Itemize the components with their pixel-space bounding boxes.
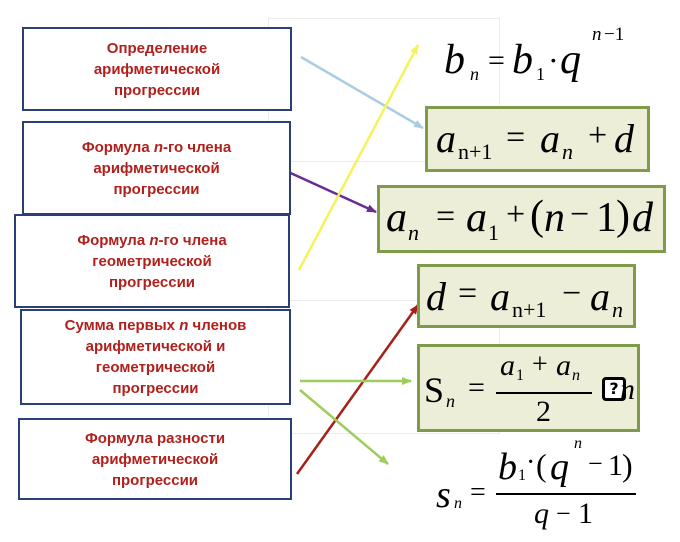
formula-symbol: S <box>424 370 445 410</box>
formula-symbol: q <box>560 37 581 83</box>
formula-box-arith-nth: a n = a 1 + ( n − 1 ) d <box>377 185 666 253</box>
missing-glyph-box: ? <box>602 377 626 401</box>
formula-box-arith-sum: S n = a 1 + a n 2 ? n <box>417 344 640 432</box>
formula-symbol: s <box>436 474 451 516</box>
formula-symbol: b <box>512 37 533 83</box>
term-label: Определение арифметической прогрессии <box>93 39 221 99</box>
formula-symbol: a <box>500 349 515 382</box>
formula-subscript: n <box>470 64 479 84</box>
formula-operator: − <box>556 499 571 528</box>
formula-subscript: n+1 <box>458 139 493 164</box>
formula-symbol: a <box>540 116 560 161</box>
arrow-arith-nth-to-formula <box>283 168 377 214</box>
formula-operator: · <box>548 42 559 78</box>
formula-number: 2 <box>536 395 551 428</box>
formula-paren: ) <box>622 447 633 483</box>
formula-symbol: d <box>614 116 634 161</box>
formula-operator: − <box>562 275 582 312</box>
term-label: Сумма первых n членов арифметической и г… <box>64 317 247 397</box>
formula-operator: + <box>588 117 608 154</box>
formula-operator: + <box>506 196 526 233</box>
formula-operator: = <box>436 198 456 235</box>
formula-subscript: 1 <box>488 220 499 245</box>
formula-symbol: d <box>632 195 653 241</box>
formula-symbol: a <box>386 195 407 241</box>
formula-subscript: n <box>454 495 462 512</box>
formula-symbol: q <box>550 446 569 488</box>
formula-operator: − <box>588 449 603 478</box>
placeholder-glyph: ? <box>609 379 619 398</box>
formula-operator: = <box>488 44 505 77</box>
formula-exponent: n <box>574 435 582 452</box>
formula-box-arith-diff: d = a n+1 − a n <box>417 264 636 328</box>
formula-operator: + <box>532 349 548 380</box>
formula-symbol: n <box>544 195 565 241</box>
formula-operator: = <box>470 477 486 508</box>
formula-paren: ( <box>536 447 547 483</box>
formula-number: 1 <box>608 449 623 482</box>
formula-exponent: −1 <box>604 24 625 45</box>
formula-symbol: b <box>444 37 465 83</box>
formula-subscript: n <box>612 297 623 322</box>
formula-symbol: n <box>620 373 635 406</box>
term-box-sum: Сумма первых n членов арифметической и г… <box>20 309 291 405</box>
formula-subscript: n+1 <box>512 297 547 322</box>
term-box-definition: Определение арифметической прогрессии <box>22 27 292 111</box>
formula-operator: = <box>506 119 526 156</box>
arrow-geom-nth-to-formula <box>297 44 420 271</box>
term-label: Формула n-го члена геометрической прогре… <box>77 231 227 291</box>
formula-paren: ( <box>530 193 544 239</box>
formula-operator: = <box>458 275 478 312</box>
formula-subscript: n <box>446 391 455 411</box>
formula-subscript: 1 <box>536 64 545 84</box>
formula-subscript: n <box>562 139 573 164</box>
formula-paren: ) <box>616 193 630 239</box>
formula-number: 1 <box>596 195 617 241</box>
term-label: Формула разности арифметической прогресс… <box>84 429 226 489</box>
formula-operator: · <box>526 447 536 478</box>
arrow-sum-to-geom-sum <box>299 389 389 465</box>
formula-subscript: 1 <box>516 367 524 384</box>
formula-symbol: a <box>466 195 487 241</box>
term-label: Формула n-го члена арифметической прогре… <box>81 138 232 198</box>
formula-operator: − <box>570 196 590 233</box>
formula-symbol: q <box>534 497 549 530</box>
fraction-bar <box>496 392 592 394</box>
formula-subscript: n <box>572 367 580 384</box>
fraction-bar <box>496 493 636 495</box>
formula-subscript: n <box>408 220 419 245</box>
formula-box-arith-def: a n+1 = a n + d <box>425 106 650 172</box>
formula-operator: = <box>468 371 485 404</box>
term-box-diff: Формула разности арифметической прогресс… <box>18 418 292 500</box>
formula-geom-sum: s n = b 1 · ( q n − 1 ) q − 1 <box>430 435 660 537</box>
formula-exponent: n <box>592 24 602 45</box>
formula-symbol: d <box>426 274 446 319</box>
formula-symbol: a <box>556 349 571 382</box>
formula-symbol: a <box>490 274 510 319</box>
formula-subscript: 1 <box>518 467 526 484</box>
arrow-diff-to-formula <box>295 304 420 475</box>
formula-number: 1 <box>578 497 593 530</box>
formula-symbol: a <box>590 274 610 319</box>
formula-symbol: b <box>498 446 517 488</box>
term-box-arith-nth: Формула n-го члена арифметической прогре… <box>22 121 291 215</box>
arrow-definition-to-arith-def <box>300 55 424 130</box>
formula-geom-nth: b n = b 1 · q n −1 <box>440 20 660 96</box>
formula-symbol: a <box>436 116 456 161</box>
term-box-geom-nth: Формула n-го члена геометрической прогре… <box>14 214 290 308</box>
